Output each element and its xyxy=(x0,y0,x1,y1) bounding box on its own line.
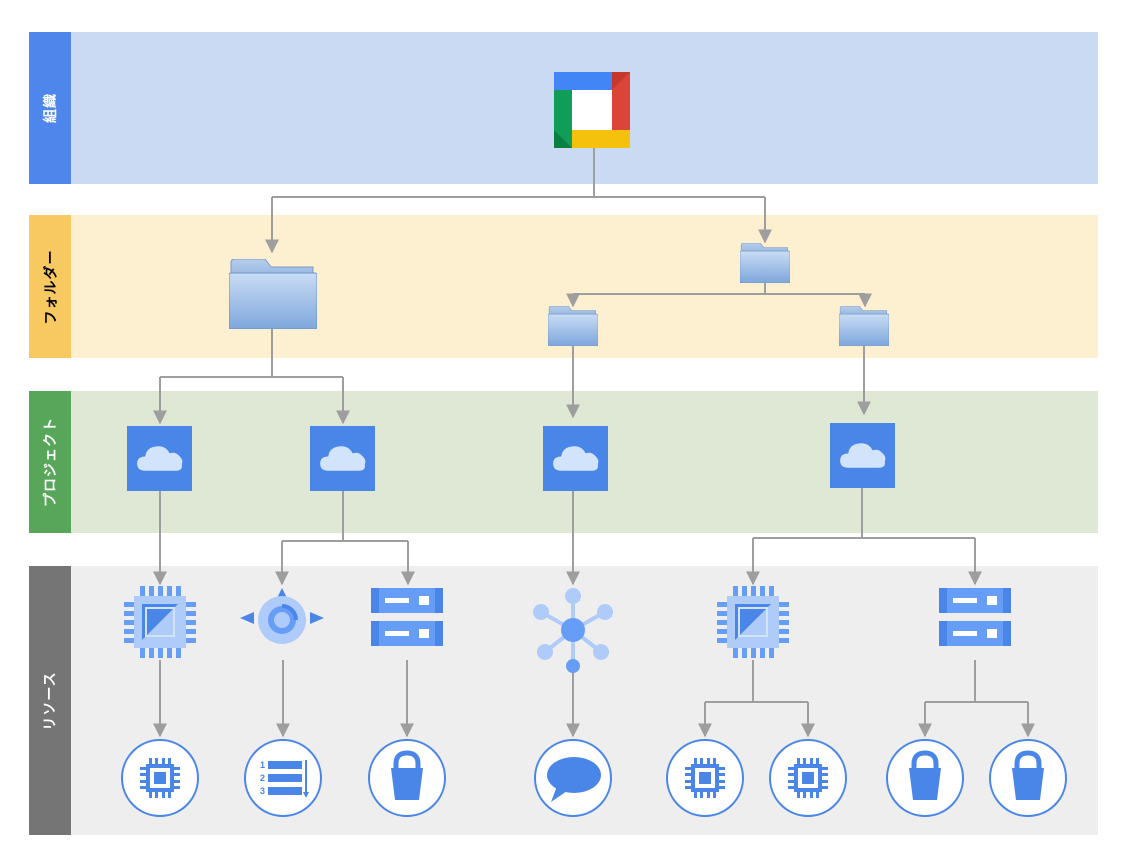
cloud-project-icon xyxy=(543,426,608,491)
compute-engine-icon xyxy=(123,585,197,659)
cloud-storage-server-icon xyxy=(371,588,443,646)
speech-bubble-icon xyxy=(534,739,612,817)
app-engine-icon xyxy=(240,588,324,646)
compute-engine-icon xyxy=(716,585,790,659)
numbered-list-icon xyxy=(244,739,322,817)
folder-icon xyxy=(548,306,598,346)
cloud-storage-server-icon xyxy=(939,588,1011,646)
storage-bucket-icon xyxy=(887,740,963,816)
folder-icon xyxy=(839,306,889,346)
cloud-project-icon xyxy=(830,423,895,488)
storage-bucket-icon xyxy=(369,740,445,816)
folder-icon xyxy=(229,259,317,329)
connector-lines xyxy=(153,146,1035,738)
cloud-project-icon xyxy=(310,426,375,491)
google-cloud-organization-icon xyxy=(554,72,630,148)
organization-layer-label: 組織 xyxy=(29,32,71,184)
cloud-project-icon xyxy=(127,426,192,491)
folder-icon xyxy=(740,243,790,283)
project-layer-label: プロジェクト xyxy=(29,391,71,533)
pubsub-icon xyxy=(531,586,615,674)
storage-bucket-icon xyxy=(990,740,1066,816)
cpu-chip-icon xyxy=(769,739,847,817)
folder-layer-label: フォルダー xyxy=(29,215,71,358)
resource-layer-label: リソース xyxy=(29,566,71,835)
cpu-chip-icon xyxy=(121,739,199,817)
cpu-chip-icon xyxy=(666,739,744,817)
